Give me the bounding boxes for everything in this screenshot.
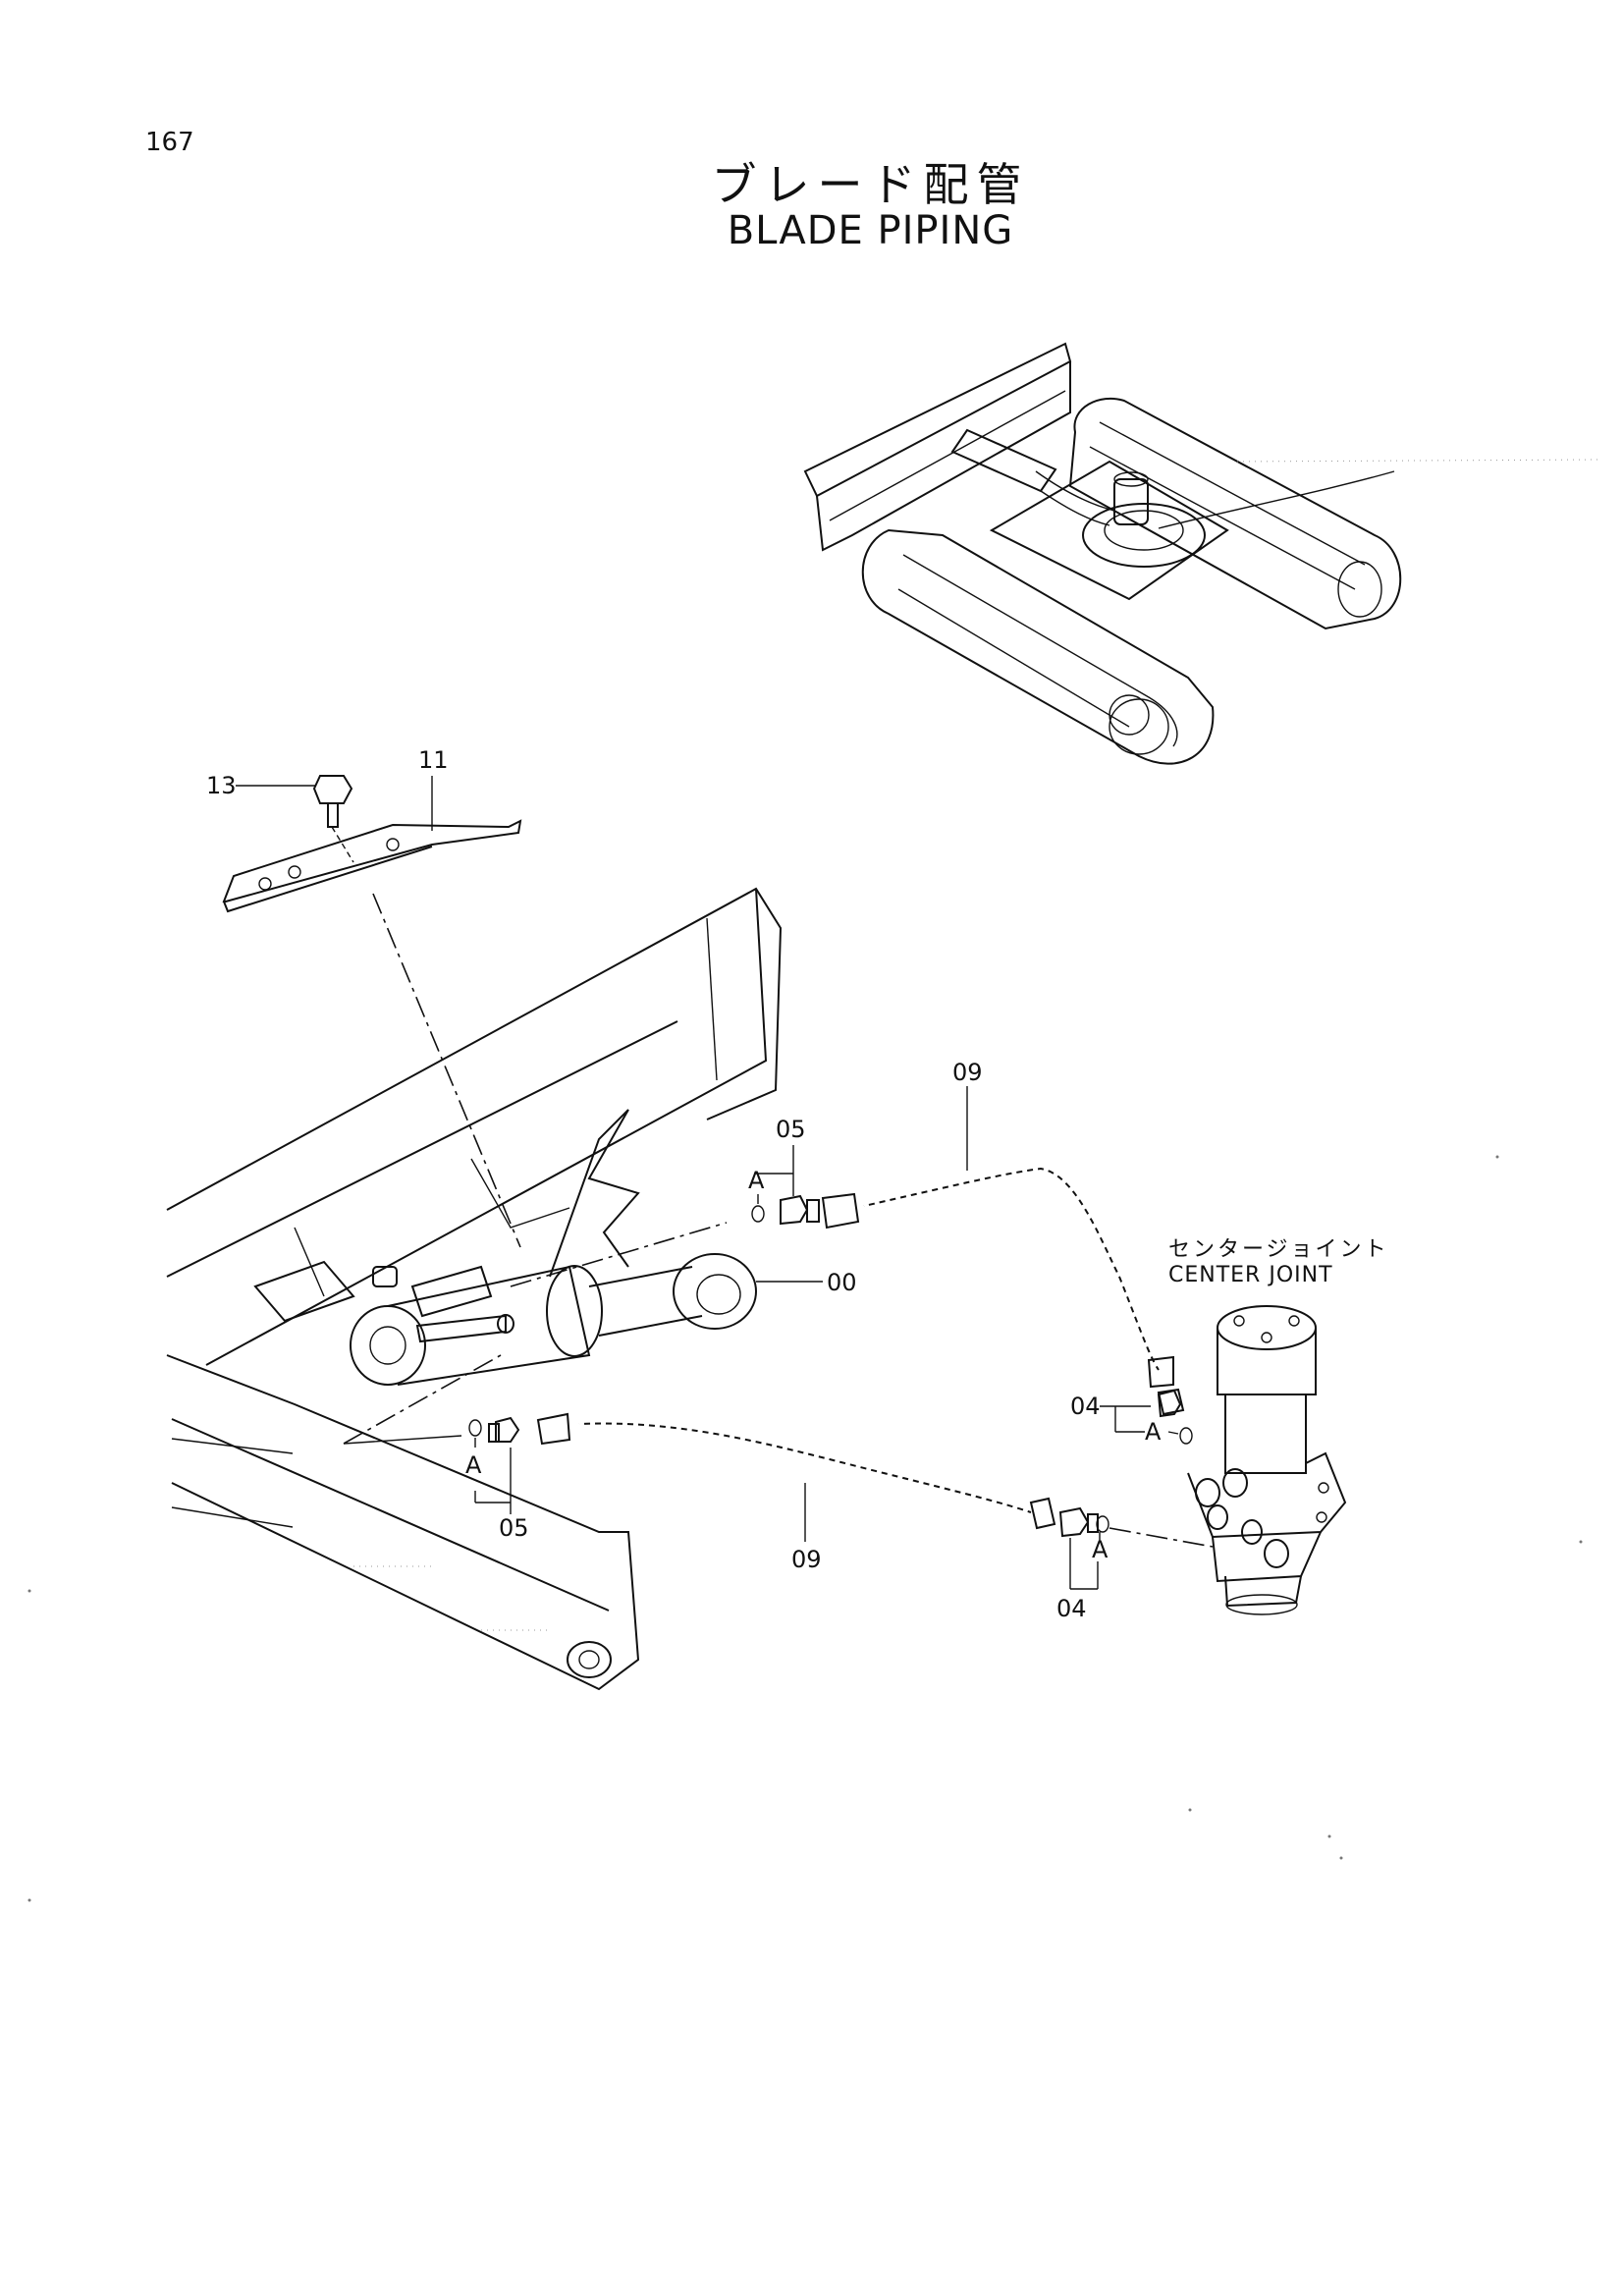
label-a-upper: A	[748, 1167, 765, 1194]
center-joint-label-english: CENTER JOINT	[1168, 1263, 1333, 1287]
label-a-right: A	[1145, 1418, 1162, 1446]
cover-plate-assembly	[222, 775, 522, 1248]
center-joint-label-japanese: センタージョイント	[1168, 1237, 1389, 1262]
label-part-00: 00	[827, 1269, 857, 1296]
part-labels: 13 11 09 05 A 00 04 A A 05 09 A 04	[206, 746, 1162, 1622]
label-part-04-bottom: 04	[1056, 1595, 1087, 1622]
blade-body	[166, 887, 783, 1691]
center-joint	[1100, 1305, 1347, 1615]
scan-specks	[27, 1155, 1583, 1902]
label-part-11: 11	[418, 746, 449, 774]
label-part-05-upper: 05	[776, 1116, 806, 1143]
label-part-04-right: 04	[1070, 1393, 1101, 1420]
title-english: BLADE PIPING	[727, 208, 1014, 253]
label-a-bottom: A	[1092, 1536, 1109, 1563]
page-number: 167	[145, 128, 194, 157]
label-part-09-lower: 09	[791, 1546, 822, 1573]
lower-fittings	[468, 1412, 1214, 1590]
blade-cylinder	[343, 1222, 823, 1445]
label-a-lower: A	[465, 1451, 482, 1479]
label-part-13: 13	[206, 772, 237, 799]
upper-fittings	[751, 1086, 1185, 1416]
label-part-05-lower: 05	[499, 1514, 529, 1542]
title-japanese: ブレード配管	[711, 158, 1030, 211]
label-part-09-upper: 09	[952, 1059, 983, 1086]
overview-sketch	[803, 342, 1601, 765]
